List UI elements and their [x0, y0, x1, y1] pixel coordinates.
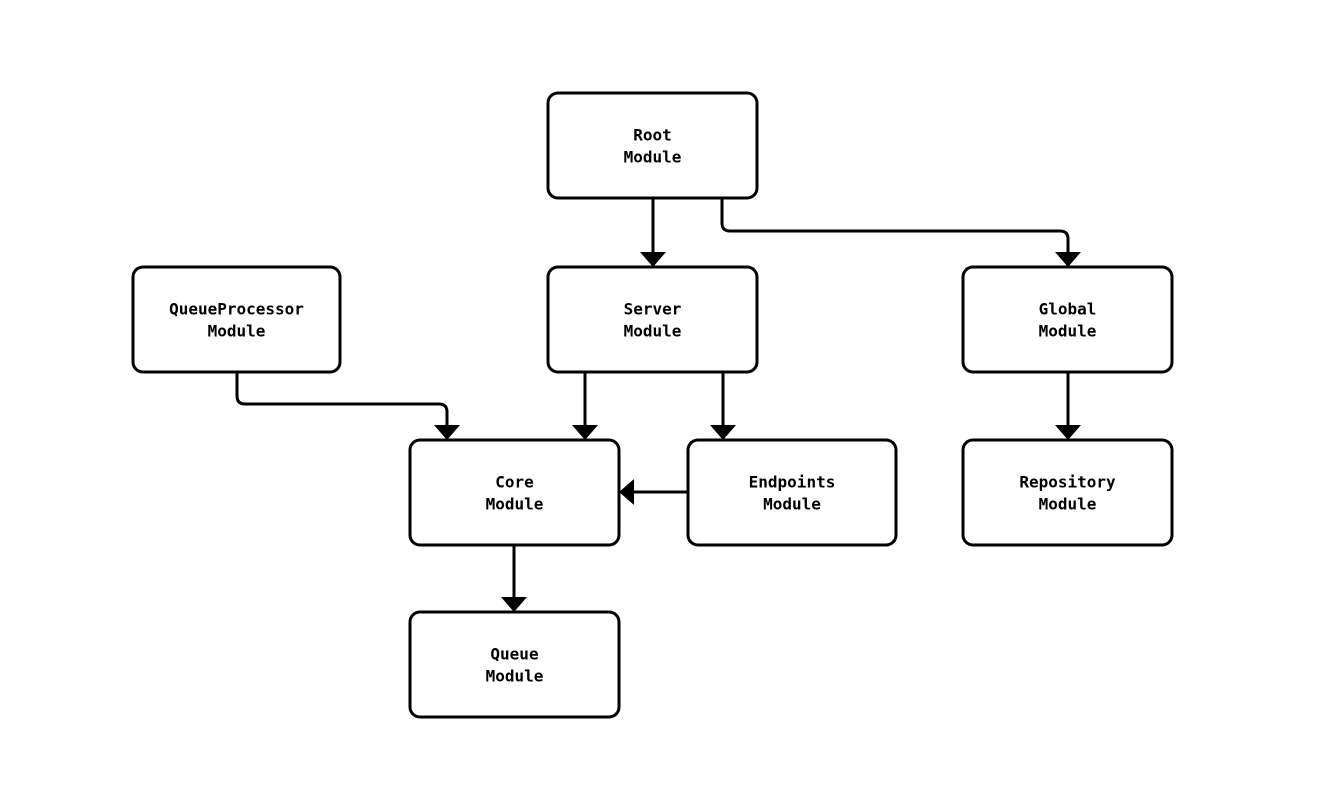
- edge-root-global: [720, 198, 1070, 253]
- node-label-line: Server: [624, 300, 682, 319]
- node-label-line: Queue: [490, 645, 538, 664]
- node-label-line: Module: [486, 495, 544, 514]
- node-label-line: Global: [1039, 300, 1097, 319]
- arrowhead-icon: [619, 479, 634, 505]
- node-label-line: Module: [624, 148, 682, 167]
- node-box-repository: [961, 438, 1174, 547]
- arrowhead-icon: [572, 425, 598, 440]
- arrowhead-icon: [710, 425, 736, 440]
- node-label-line: Repository: [1019, 473, 1116, 492]
- edge-queueprocessor-core: [235, 372, 449, 426]
- arrowhead-icon: [640, 252, 666, 267]
- node-label-line: Core: [495, 473, 534, 492]
- node-label-line: Endpoints: [749, 473, 836, 492]
- arrowhead-icon: [1055, 425, 1081, 440]
- node-label-line: Module: [208, 322, 266, 341]
- node-label-line: QueueProcessor: [169, 300, 304, 319]
- arrowhead-icon: [1055, 252, 1081, 267]
- node-label-line: Module: [1039, 322, 1097, 341]
- node-box-endpoints: [686, 438, 898, 547]
- node-label-line: Root: [633, 126, 672, 145]
- node-box-server: [546, 265, 759, 374]
- node-label-line: Module: [1039, 495, 1097, 514]
- node-label-line: Module: [763, 495, 821, 514]
- node-box-root: [546, 91, 759, 200]
- node-box-global: [961, 265, 1174, 374]
- arrowhead-icon: [501, 597, 527, 612]
- node-box-queue: [408, 610, 621, 719]
- arrowhead-icon: [434, 425, 460, 440]
- node-box-queueprocessor: [131, 265, 342, 374]
- node-label-line: Module: [486, 667, 544, 686]
- node-label-line: Module: [624, 322, 682, 341]
- node-box-core: [408, 438, 621, 547]
